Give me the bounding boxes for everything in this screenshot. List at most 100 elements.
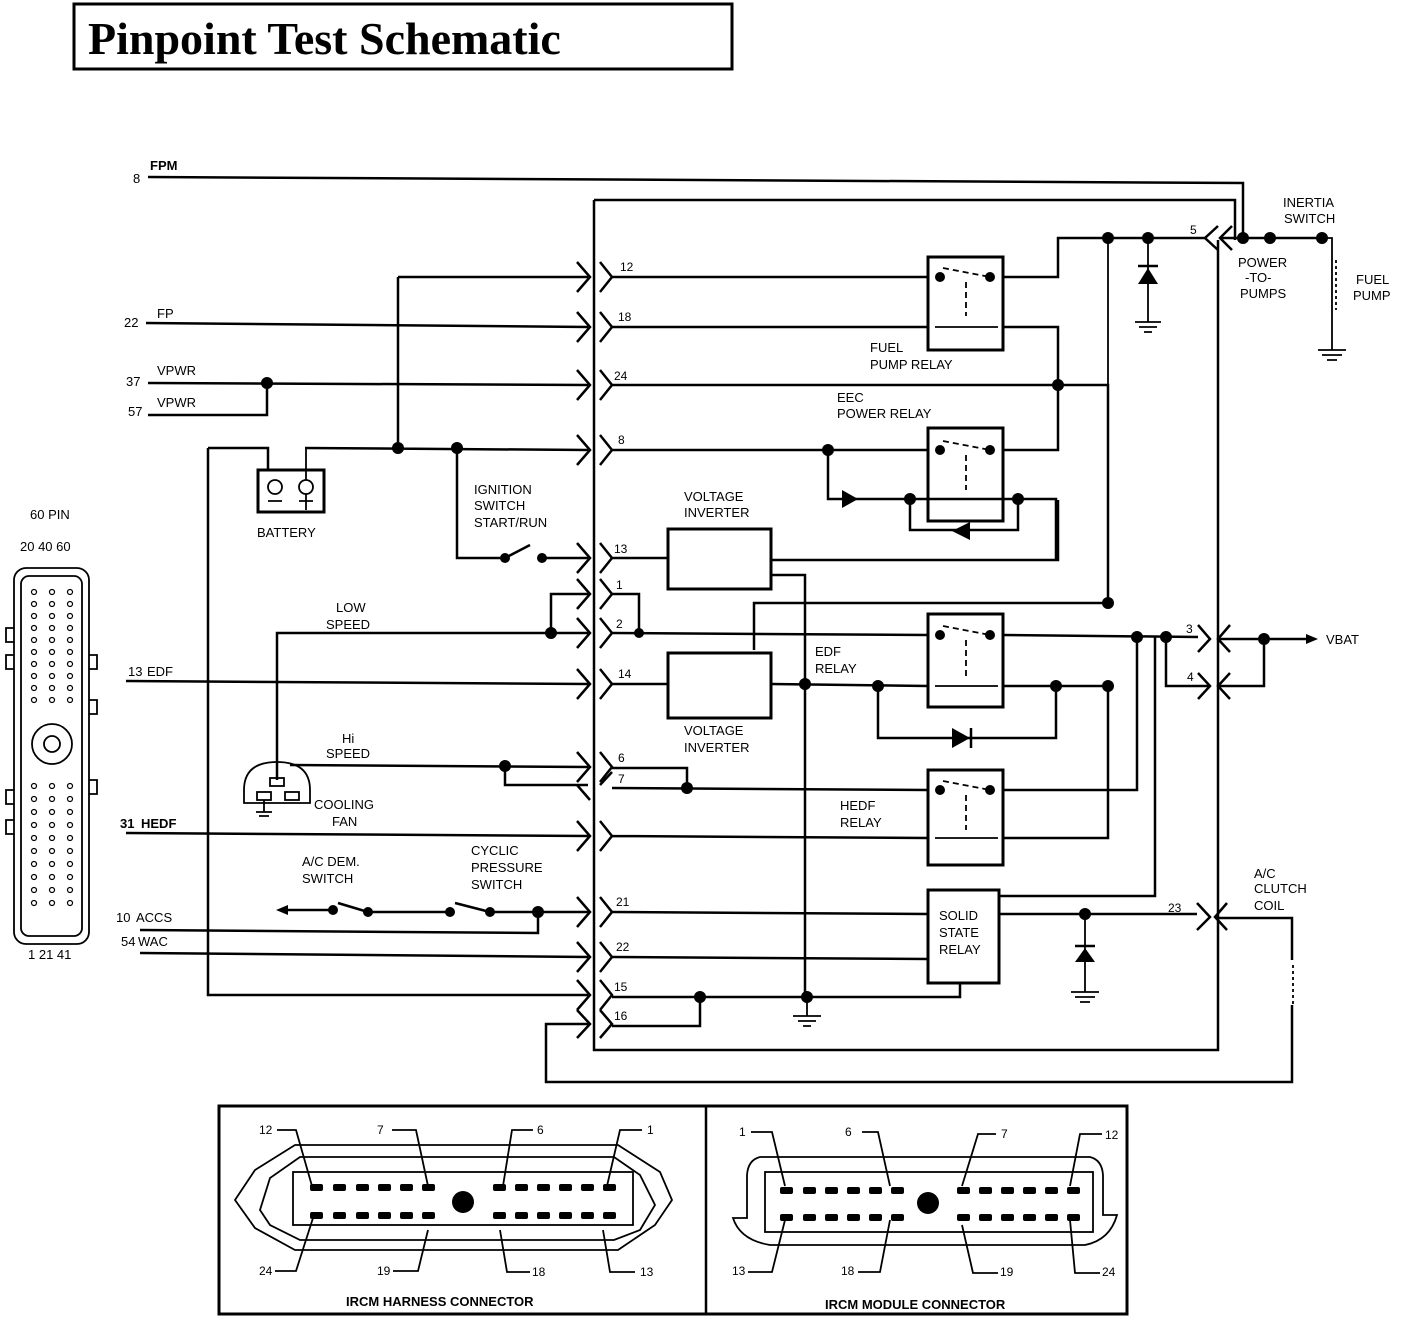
module-pin-slots [780, 1187, 1080, 1221]
pin-slot [1045, 1187, 1058, 1194]
pin-hole [48, 860, 56, 868]
pin-hole [48, 821, 56, 829]
pin-hole [48, 660, 56, 668]
svg-text:13: 13 [732, 1264, 746, 1278]
svg-text:54: 54 [121, 934, 135, 949]
svg-text:HEDF: HEDF [141, 816, 176, 831]
hedf-relay [926, 637, 1139, 867]
svg-text:12: 12 [1105, 1128, 1119, 1142]
svg-text:12: 12 [259, 1123, 273, 1137]
pin-hole [48, 684, 56, 692]
pin-hole [66, 821, 74, 829]
pin-hole [30, 684, 38, 692]
eec-power-relay: EEC POWER RELAY [826, 385, 1060, 560]
svg-text:STATE: STATE [939, 925, 979, 940]
pin-hole [48, 782, 56, 790]
svg-text:20 40 60: 20 40 60 [20, 539, 71, 554]
pin-slot [1023, 1187, 1036, 1194]
pin-slot [1001, 1214, 1014, 1221]
fuel-pump-circuit: 5 INERTIA SWITCH POWER -TO- PUMPS FUEL P… [1102, 195, 1391, 385]
pin-hole [66, 899, 74, 907]
pin-slot [979, 1214, 992, 1221]
pin-slot [400, 1184, 413, 1191]
pin-hole [30, 782, 38, 790]
pin-hole [48, 795, 56, 803]
edf-relay-label: EDF [815, 644, 841, 659]
svg-text:EDF: EDF [147, 664, 173, 679]
svg-text:POWER: POWER [1238, 255, 1287, 270]
svg-text:BATTERY: BATTERY [257, 525, 316, 540]
pin-hole [66, 600, 74, 608]
svg-text:VPWR: VPWR [157, 363, 196, 378]
pin-slot [581, 1184, 594, 1191]
pin-hole [48, 886, 56, 894]
svg-text:COOLING: COOLING [314, 797, 374, 812]
pin-slot [559, 1212, 572, 1219]
svg-text:IRCM MODULE CONNECTOR: IRCM MODULE CONNECTOR [825, 1297, 1006, 1312]
svg-text:INVERTER: INVERTER [684, 740, 750, 755]
svg-text:4: 4 [1187, 670, 1194, 684]
svg-text:PRESSURE: PRESSURE [471, 860, 543, 875]
svg-text:6: 6 [845, 1125, 852, 1139]
pin-slot [333, 1212, 346, 1219]
svg-text:12: 12 [620, 260, 634, 274]
svg-text:IGNITION: IGNITION [474, 482, 532, 497]
cooling-fan: COOLING FAN [243, 761, 374, 829]
ircm-harness-connector: 12 7 6 1 24 19 18 13 IRCM HARNESS CONNEC… [233, 1123, 674, 1309]
svg-text:RELAY: RELAY [939, 942, 981, 957]
svg-text:7: 7 [618, 772, 625, 786]
pin-slot [780, 1187, 793, 1194]
svg-text:6: 6 [618, 751, 625, 765]
fuel-pump-relay: FUEL PUMP RELAY [870, 236, 1205, 385]
pin-slot [957, 1187, 970, 1194]
pin-slot [310, 1212, 323, 1219]
pin-slot [603, 1184, 616, 1191]
svg-text:PUMPS: PUMPS [1240, 286, 1287, 301]
pin-hole [66, 886, 74, 894]
pin-hole [30, 873, 38, 881]
ac-clutch-circuit: 23 A/C CLUTCH COIL [1168, 866, 1307, 1005]
svg-text:SWITCH: SWITCH [1284, 211, 1335, 226]
svg-text:60 PIN: 60 PIN [30, 507, 70, 522]
svg-text:22: 22 [124, 315, 138, 330]
svg-text:SWITCH: SWITCH [474, 498, 525, 513]
svg-text:18: 18 [841, 1264, 855, 1278]
pin-hole [66, 696, 74, 704]
svg-text:SPEED: SPEED [326, 746, 370, 761]
svg-text:FUEL: FUEL [870, 340, 903, 355]
svg-text:16: 16 [614, 1009, 628, 1023]
pin-slot [378, 1184, 391, 1191]
pin-hole [66, 672, 74, 680]
pin-slot [803, 1214, 816, 1221]
pin-hole [48, 624, 56, 632]
wire-edf: 13 EDF 14 [125, 664, 668, 700]
svg-text:22: 22 [616, 940, 630, 954]
svg-text:VPWR: VPWR [157, 395, 196, 410]
svg-text:FUEL: FUEL [1356, 272, 1389, 287]
svg-text:COIL: COIL [1254, 898, 1284, 913]
pin-hole [66, 636, 74, 644]
svg-text:CYCLIC: CYCLIC [471, 843, 519, 858]
svg-text:A/C: A/C [1254, 866, 1276, 881]
svg-text:START/RUN: START/RUN [474, 515, 547, 530]
pin-hole [48, 873, 56, 881]
pin-hole [30, 612, 38, 620]
svg-text:13: 13 [614, 542, 628, 556]
svg-text:13: 13 [128, 664, 142, 679]
svg-text:7: 7 [1001, 1127, 1008, 1141]
pin-hole [30, 860, 38, 868]
hedf-relay-label-2: RELAY [840, 815, 882, 830]
svg-text:A/C DEM.: A/C DEM. [302, 854, 360, 869]
svg-text:FP: FP [157, 306, 174, 321]
svg-text:EEC: EEC [837, 390, 864, 405]
pin-slot [847, 1214, 860, 1221]
svg-text:1: 1 [647, 1123, 654, 1137]
pin-hole [30, 672, 38, 680]
pin-hole [30, 588, 38, 596]
pin-slot [422, 1184, 435, 1191]
pin-slot [1001, 1187, 1014, 1194]
pin-slot [1067, 1214, 1080, 1221]
svg-text:19: 19 [1000, 1265, 1014, 1279]
pin-hole [30, 600, 38, 608]
svg-text:SPEED: SPEED [326, 617, 370, 632]
